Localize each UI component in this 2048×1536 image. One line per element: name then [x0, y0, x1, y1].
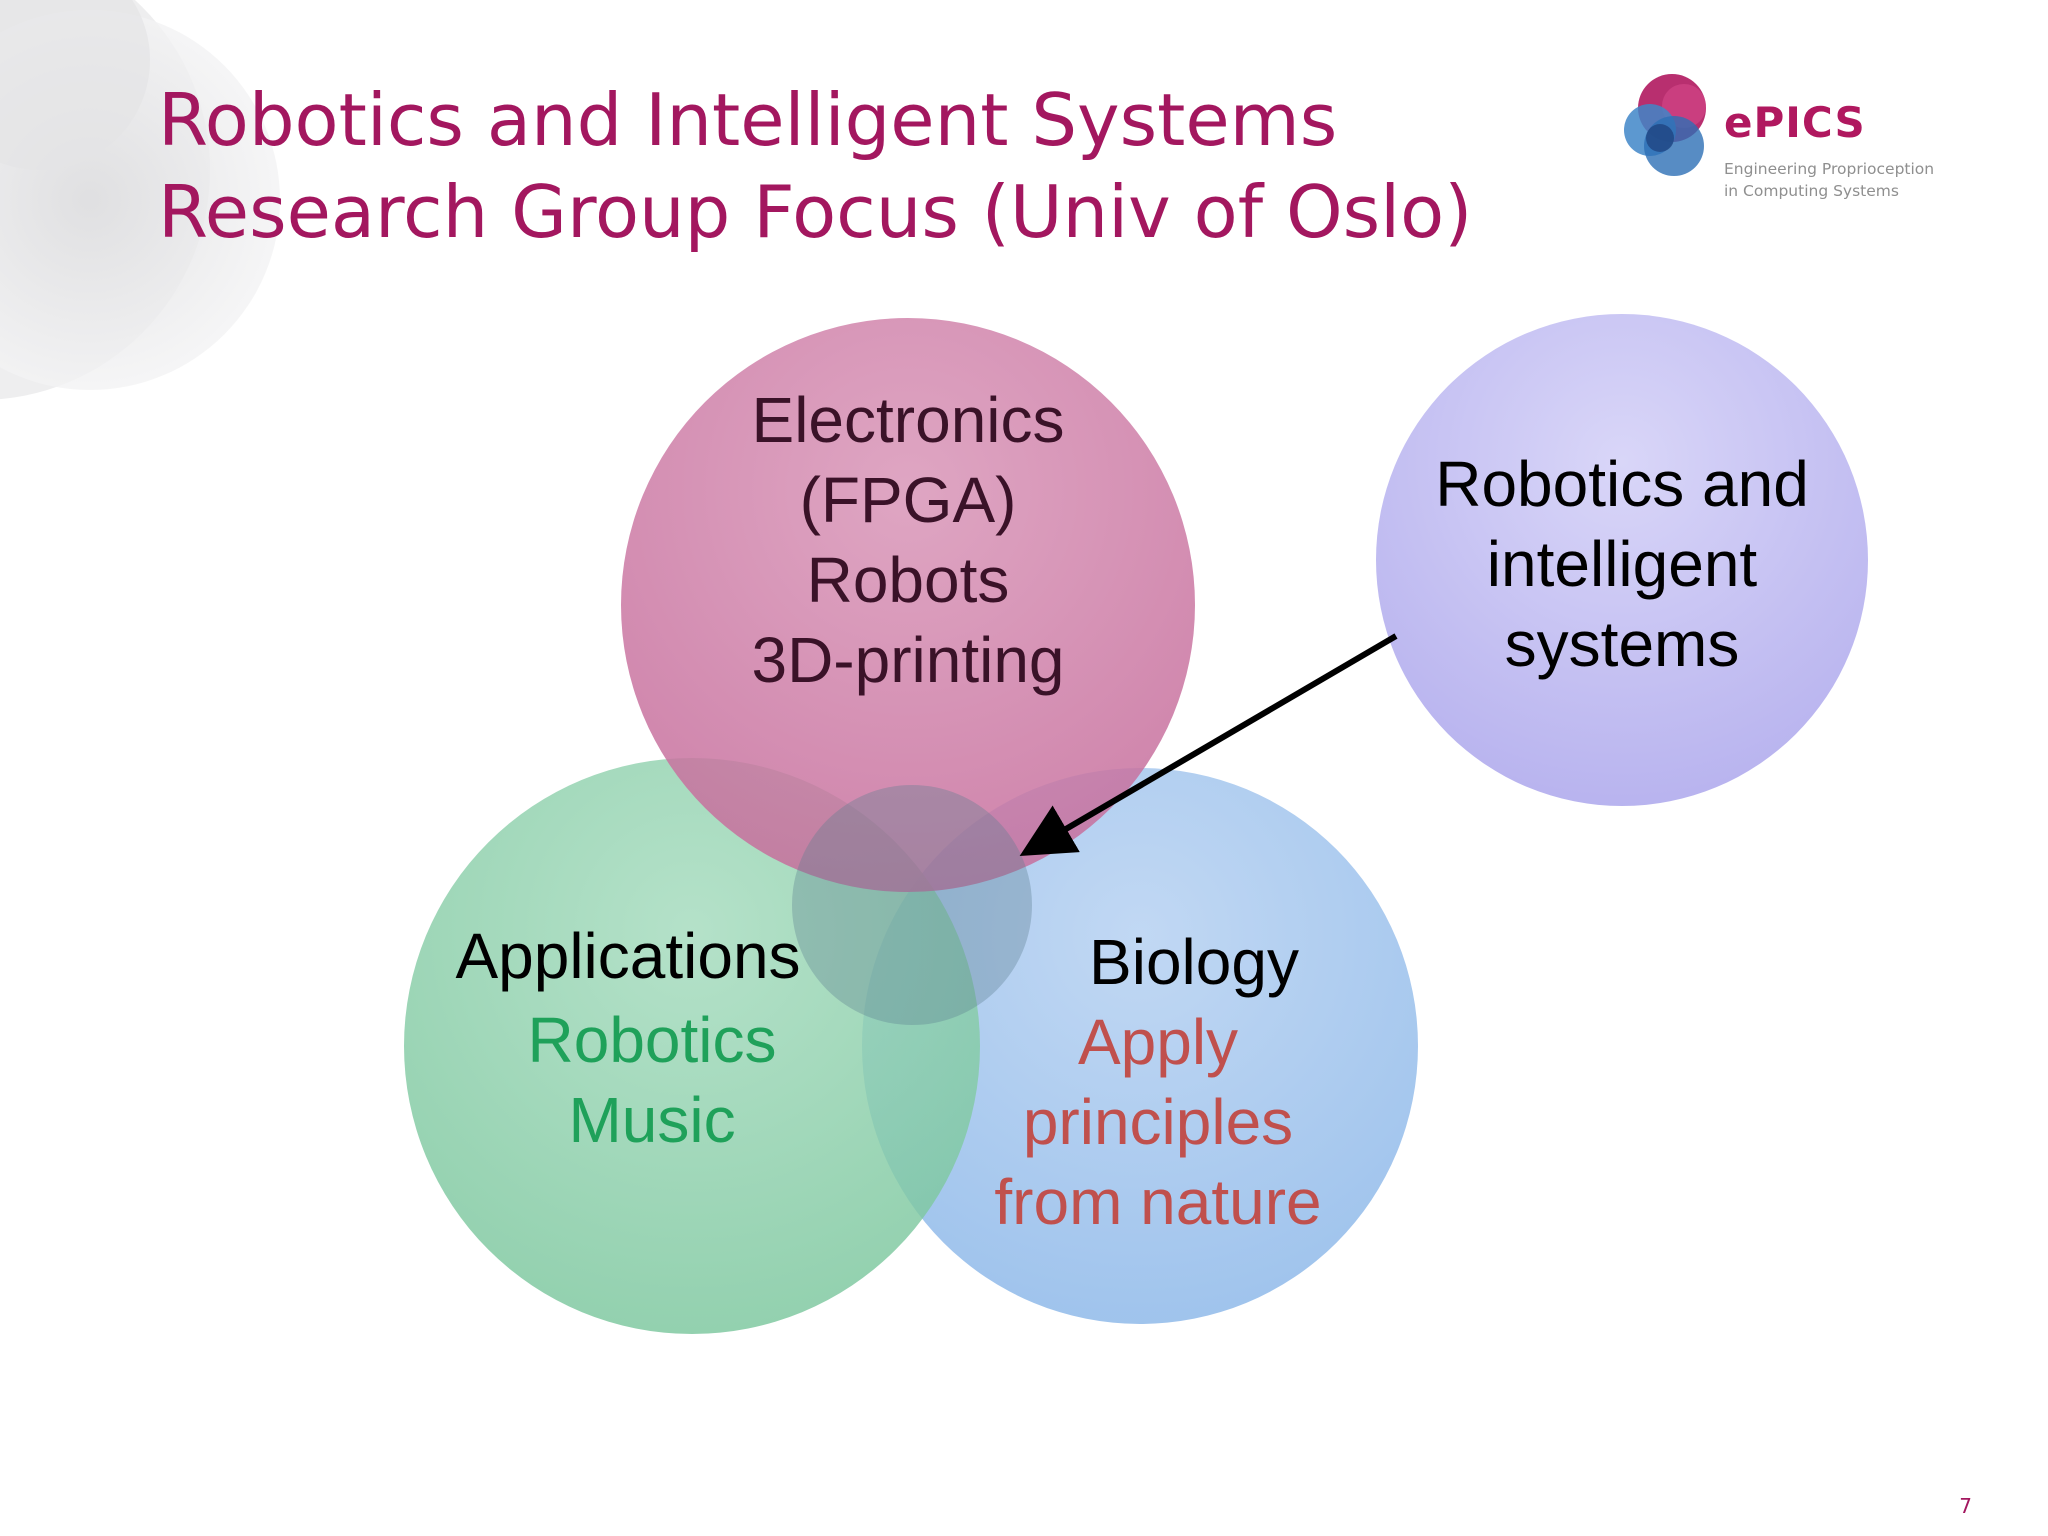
epics-logo-mark	[1624, 74, 1706, 176]
electronics-line: (FPGA)	[799, 464, 1017, 536]
epics-logo: ePICS Engineering Proprioception in Comp…	[1612, 66, 1992, 216]
electronics-line: 3D-printing	[751, 624, 1065, 696]
background-decoration	[0, 0, 280, 400]
electronics-line: Electronics	[751, 384, 1065, 456]
biology-items: Apply principles from nature	[968, 1002, 1348, 1242]
epics-tagline-line-1: Engineering Proprioception	[1724, 160, 1935, 178]
epics-wordmark: ePICS	[1724, 98, 1866, 147]
biology-heading: Biology	[1089, 926, 1299, 998]
venn-center-overlap	[792, 785, 1032, 1025]
robotics-and-intelligent-systems-label: Robotics and intelligent systems	[1392, 444, 1852, 684]
slide-title-line-2: Research Group Focus (Univ of Oslo)	[158, 170, 1473, 254]
pointer-arrow	[1019, 633, 1398, 857]
biology-item: from nature	[994, 1166, 1322, 1238]
electronics-circle	[621, 318, 1195, 892]
slide-number: 7	[1959, 1494, 1972, 1518]
ris-line: Robotics and	[1435, 448, 1809, 520]
ris-line: systems	[1504, 608, 1740, 680]
epics-tagline-line-2: in Computing Systems	[1724, 182, 1899, 200]
slide-title-line-1: Robotics and Intelligent Systems	[158, 78, 1338, 162]
applications-item: Music	[568, 1084, 736, 1156]
electronics-line: Robots	[806, 544, 1010, 616]
ris-line: intelligent	[1486, 528, 1758, 600]
biology-item: principles	[1022, 1086, 1294, 1158]
applications-circle	[404, 758, 980, 1334]
biology-circle	[862, 768, 1418, 1324]
applications-heading: Applications	[455, 920, 801, 992]
robotics-and-intelligent-systems-circle	[1376, 314, 1868, 806]
applications-item: Robotics	[527, 1004, 777, 1076]
biology-item: Apply	[1077, 1006, 1239, 1078]
electronics-label: Electronics (FPGA) Robots 3D-printing	[708, 380, 1108, 700]
applications-items: Robotics Music	[492, 1000, 812, 1160]
